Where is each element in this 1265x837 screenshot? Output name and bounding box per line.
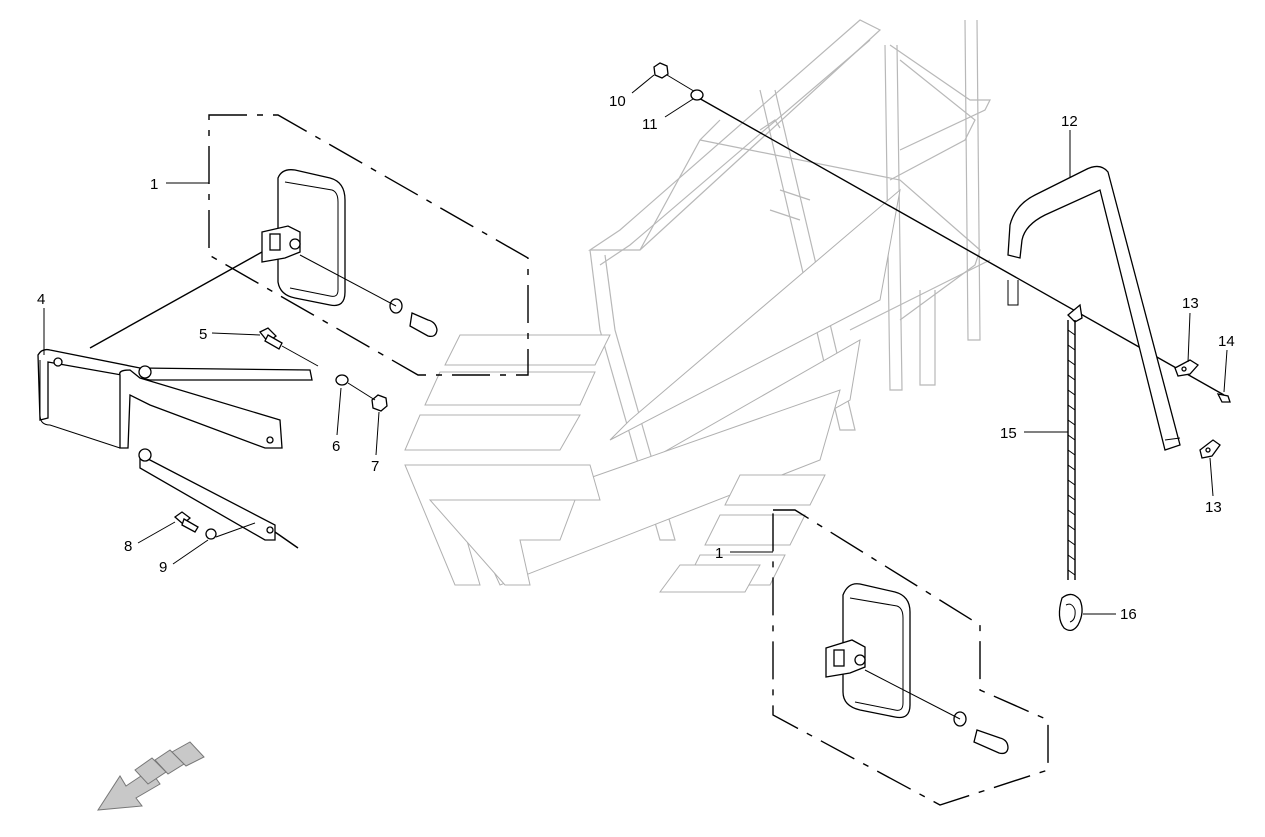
callout-13-upper: 13 bbox=[1182, 295, 1199, 312]
callout-10: 10 bbox=[609, 93, 626, 110]
callout-labels: 1 4 5 6 7 8 9 10 11 12 13 14 15 13 16 1 bbox=[37, 93, 1235, 623]
callout-1-upper: 1 bbox=[150, 176, 158, 193]
callout-12: 12 bbox=[1061, 113, 1078, 130]
mirror-bracket-arm bbox=[37, 251, 313, 549]
callout-4: 4 bbox=[37, 291, 45, 308]
callout-15: 15 bbox=[1000, 425, 1017, 442]
callout-8: 8 bbox=[124, 538, 132, 555]
callout-6: 6 bbox=[332, 438, 340, 455]
callout-11: 11 bbox=[642, 116, 658, 133]
mirror-assembly-left bbox=[208, 114, 529, 376]
grab-handle-assembly bbox=[653, 62, 1231, 632]
callout-leaders bbox=[43, 74, 1228, 615]
fasteners-left bbox=[173, 327, 388, 540]
cab-frame-ghost bbox=[404, 19, 991, 593]
callout-9: 9 bbox=[159, 559, 167, 576]
callout-13-lower: 13 bbox=[1205, 499, 1222, 516]
callout-16: 16 bbox=[1120, 606, 1137, 623]
front-direction-arrow-icon bbox=[97, 741, 205, 811]
callout-7: 7 bbox=[371, 458, 379, 475]
callout-14: 14 bbox=[1218, 333, 1235, 350]
mirror-assembly-right bbox=[772, 509, 1049, 806]
callout-1-lower: 1 bbox=[715, 545, 723, 562]
callout-5: 5 bbox=[199, 326, 207, 343]
